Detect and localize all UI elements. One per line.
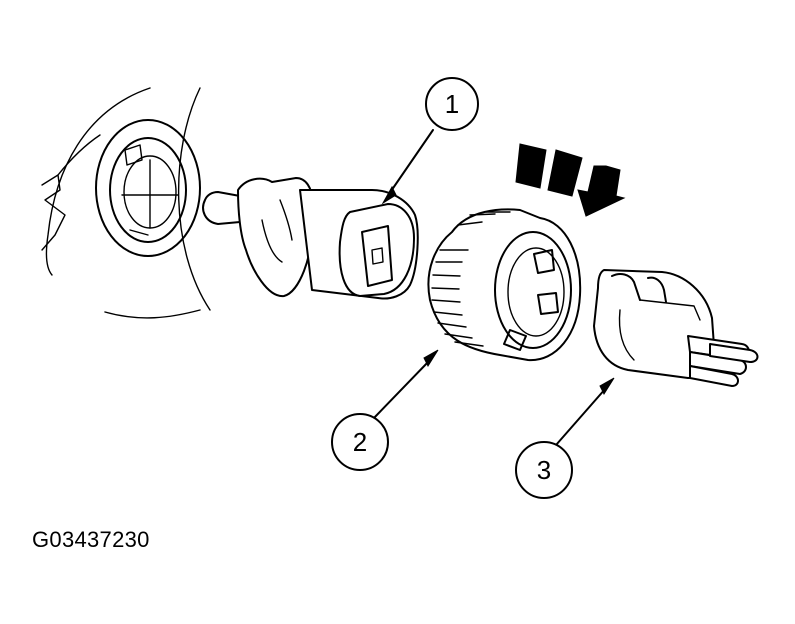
direction-arrows bbox=[515, 143, 626, 217]
headlamp-housing bbox=[41, 87, 211, 319]
callout-1-circle bbox=[425, 77, 479, 131]
callout-2: 2 bbox=[331, 349, 439, 471]
callout-1: 1 bbox=[381, 77, 479, 205]
electrical-connector bbox=[593, 269, 759, 387]
callout-3-circle bbox=[515, 441, 573, 499]
callout-2-circle bbox=[331, 413, 389, 471]
callout-2-label: 2 bbox=[353, 427, 367, 457]
callout-1-label: 1 bbox=[445, 89, 459, 119]
bulb-retaining-ring bbox=[427, 208, 582, 362]
callout-3: 3 bbox=[515, 377, 615, 499]
figure-id: G03437230 bbox=[32, 527, 150, 552]
callout-3-label: 3 bbox=[537, 455, 551, 485]
headlamp-bulb bbox=[202, 177, 419, 300]
